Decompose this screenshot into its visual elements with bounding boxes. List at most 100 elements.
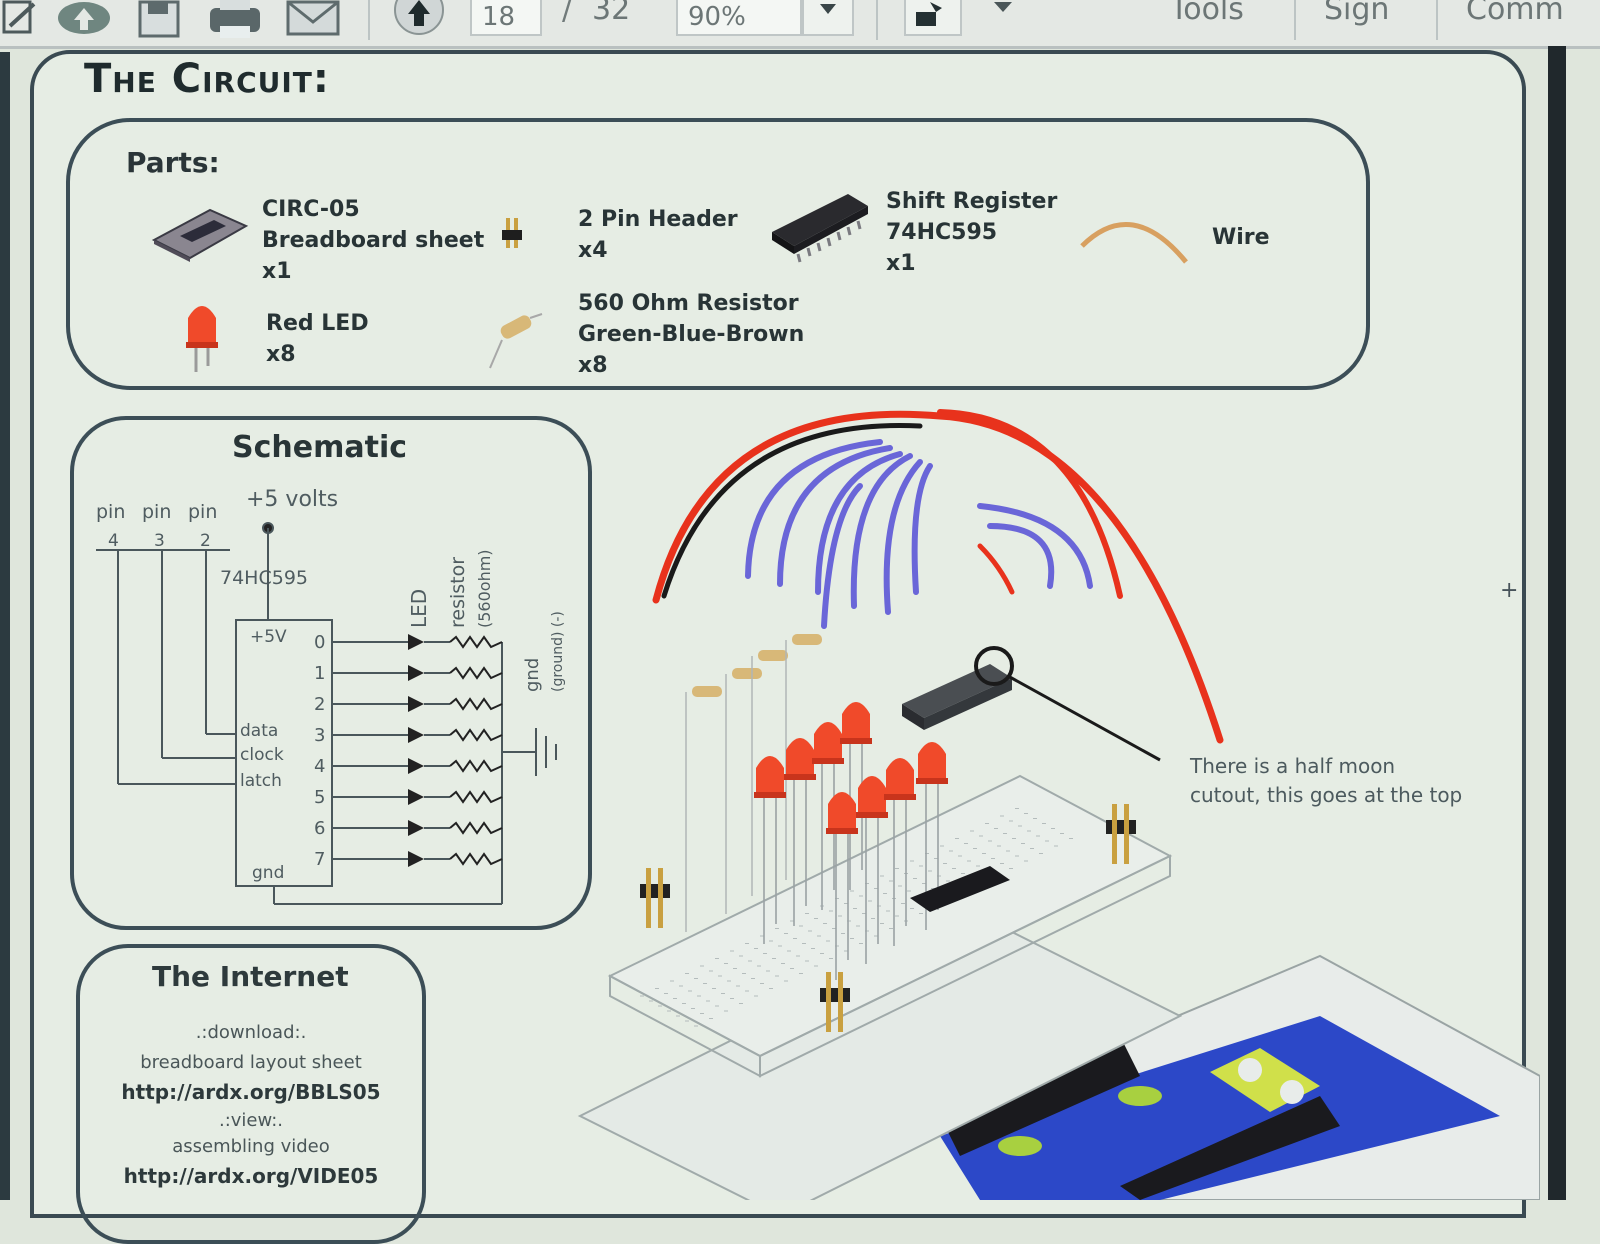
toolbar-separator <box>368 0 370 40</box>
toolbar-separator <box>876 0 878 40</box>
output-pin-number: 3 <box>314 725 325 746</box>
floating-shift-register <box>902 646 1161 762</box>
internet-video-label: assembling video <box>172 1136 330 1157</box>
red-led-icon <box>184 300 220 378</box>
pin-header-icon <box>500 214 524 258</box>
red-led <box>842 702 870 742</box>
led-rim <box>754 792 786 798</box>
menu-tools[interactable]: Tools <box>1170 0 1244 27</box>
left-panel-edge <box>0 52 10 1200</box>
menu-sign[interactable]: Sign <box>1324 0 1390 27</box>
pin-headers <box>640 804 1136 1032</box>
print-icon[interactable] <box>206 0 264 40</box>
resistor-symbol <box>449 790 503 804</box>
chip-pin-vcc: +5V <box>250 627 287 647</box>
page-separator: / <box>562 0 573 27</box>
red-led <box>886 758 914 798</box>
led-symbol <box>408 820 424 836</box>
schematic-panel <box>70 416 592 930</box>
previous-page-icon[interactable] <box>392 0 446 40</box>
schematic-diagram: pin pin pin 4 3 2 +5 volts 74HC595 +5V d… <box>96 487 566 905</box>
led-column-label: LED <box>407 589 431 628</box>
vertical-scrollbar[interactable] <box>1548 46 1566 1200</box>
toolbar-separator <box>1294 0 1296 40</box>
parts-heading: Parts: <box>126 146 220 179</box>
select-tool-icon[interactable] <box>904 0 962 36</box>
led-symbol <box>408 696 424 712</box>
page-number-input[interactable]: 18 <box>470 0 542 36</box>
led-symbol <box>408 851 424 867</box>
toolbar-separator <box>1436 0 1438 40</box>
zoom-dropdown-chevron-down-icon[interactable] <box>802 0 854 36</box>
resistor-column-label: resistor <box>447 557 469 628</box>
resistor-body <box>792 634 822 645</box>
pin-number: 2 <box>200 531 211 551</box>
internet-layout-sheet-link[interactable]: http://ardx.org/BBLS05 <box>121 1080 381 1104</box>
resistor-body <box>732 668 762 679</box>
led-symbol <box>408 727 424 743</box>
output-pin-number: 0 <box>314 632 325 653</box>
output-pin-number: 2 <box>314 694 325 715</box>
output-pin-number: 6 <box>314 818 325 839</box>
pin-label: pin <box>188 501 217 523</box>
menu-comment[interactable]: Comm <box>1466 0 1564 27</box>
cloud-upload-icon[interactable] <box>54 0 114 40</box>
parts-panel <box>66 118 1370 390</box>
pin-number: 4 <box>108 531 119 551</box>
half-moon-callout-circle <box>974 646 1014 686</box>
resistor-symbol <box>449 635 503 649</box>
supply-voltage-label: +5 volts <box>246 487 338 512</box>
resistor-symbol <box>449 759 503 773</box>
breadboard <box>577 774 1183 1200</box>
wires <box>652 409 1224 744</box>
led-rim <box>884 794 916 800</box>
red-led <box>828 792 856 832</box>
shift-register-chip-icon <box>768 188 872 272</box>
resistor-icon <box>486 306 546 376</box>
pin-label: pin <box>142 501 171 523</box>
chip-pin-latch: latch <box>240 771 282 791</box>
part-breadboard-sheet-label: CIRC-05 Breadboard sheet x1 <box>262 197 485 284</box>
arduino-board <box>937 954 1540 1200</box>
part-wire-label: Wire <box>1212 225 1270 250</box>
resistor-symbol <box>449 821 503 835</box>
internet-view-label: .:view:. <box>218 1110 284 1131</box>
led-symbol <box>408 665 424 681</box>
breadboard-assembly-illustration <box>577 409 1540 1200</box>
schematic-title: Schematic <box>232 430 408 465</box>
led-symbol <box>408 789 424 805</box>
red-led <box>756 756 784 796</box>
output-pin-number: 7 <box>314 849 325 870</box>
red-led <box>858 776 886 816</box>
toolbar: 18 / 32 90% Tools Sign Comm <box>0 0 1600 49</box>
led-rim <box>916 778 948 784</box>
edit-icon[interactable] <box>0 0 40 40</box>
internet-title: The Internet <box>152 960 349 993</box>
chip-name-label: 74HC595 <box>220 567 308 589</box>
internet-video-link[interactable]: http://ardx.org/VIDE05 <box>123 1164 379 1188</box>
internet-download-label: .:download:. <box>195 1022 307 1043</box>
led-rim <box>840 738 872 744</box>
gnd-label: gnd <box>522 658 543 692</box>
save-icon[interactable] <box>136 0 182 40</box>
ground-label: (ground) (-) <box>550 611 566 692</box>
chip-pin-clock: clock <box>240 745 284 765</box>
part-pin-header-label: 2 Pin Header x4 <box>578 207 738 263</box>
led-symbol <box>408 758 424 774</box>
chip-pin-gnd: gnd <box>252 863 284 883</box>
email-icon[interactable] <box>284 0 342 40</box>
led-rim <box>826 828 858 834</box>
crosshair-cursor-icon: + <box>1500 578 1519 603</box>
resistor-body <box>692 686 722 697</box>
tool-dropdown-chevron-down-icon[interactable] <box>988 0 1018 40</box>
zoom-input[interactable]: 90% <box>676 0 802 36</box>
shift-register-on-board <box>910 866 1010 912</box>
output-pin-number: 5 <box>314 787 325 808</box>
resistor-body <box>758 650 788 661</box>
pin-number: 3 <box>154 531 165 551</box>
red-led <box>814 722 842 762</box>
led-rim <box>812 758 844 764</box>
red-led <box>918 742 946 782</box>
output-pin-number: 1 <box>314 663 325 684</box>
breadboard-sheet-icon <box>150 200 250 268</box>
